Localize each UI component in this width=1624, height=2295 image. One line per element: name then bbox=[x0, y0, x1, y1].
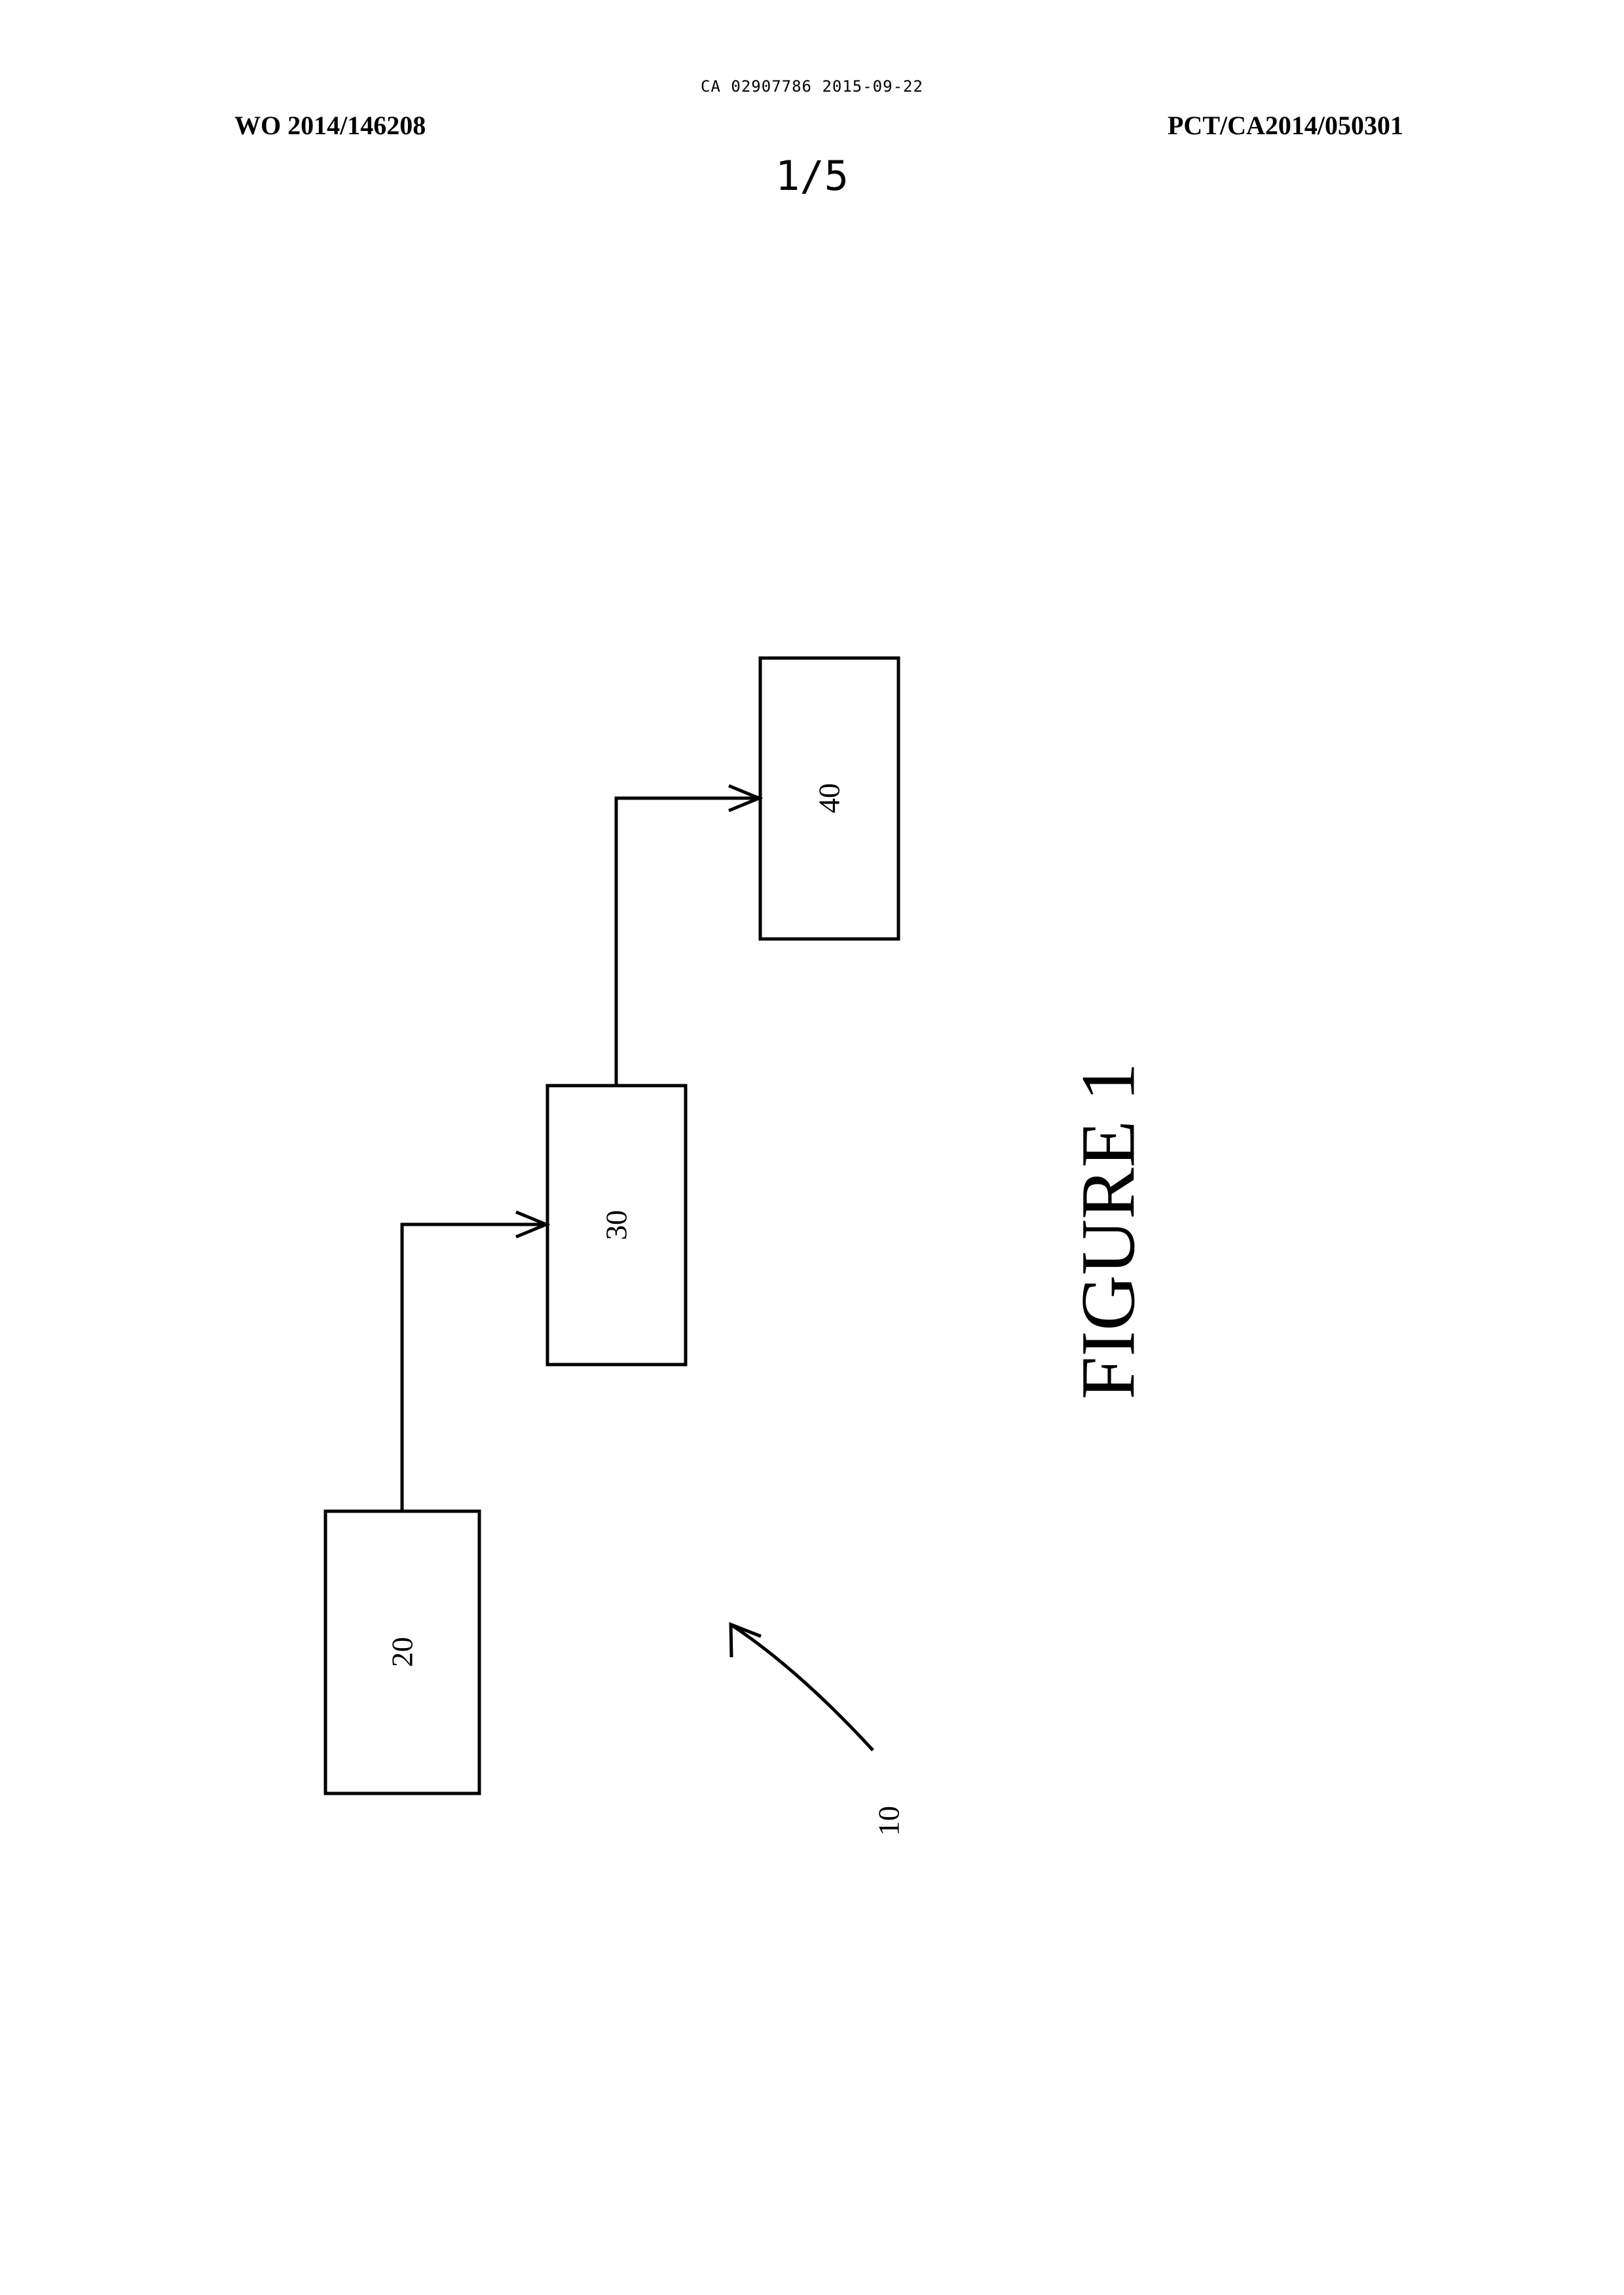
connector-30-to-40 bbox=[616, 798, 759, 1086]
figure-caption: FIGURE 1 bbox=[1065, 1063, 1151, 1400]
connector-20-to-30 bbox=[402, 1224, 546, 1511]
reference-arrow-10 bbox=[731, 1625, 873, 1750]
block-40-label: 40 bbox=[813, 783, 846, 813]
block-20-label: 20 bbox=[386, 1637, 419, 1667]
assembly-ref-label: 10 bbox=[872, 1806, 906, 1836]
block-30-label: 30 bbox=[600, 1210, 633, 1240]
